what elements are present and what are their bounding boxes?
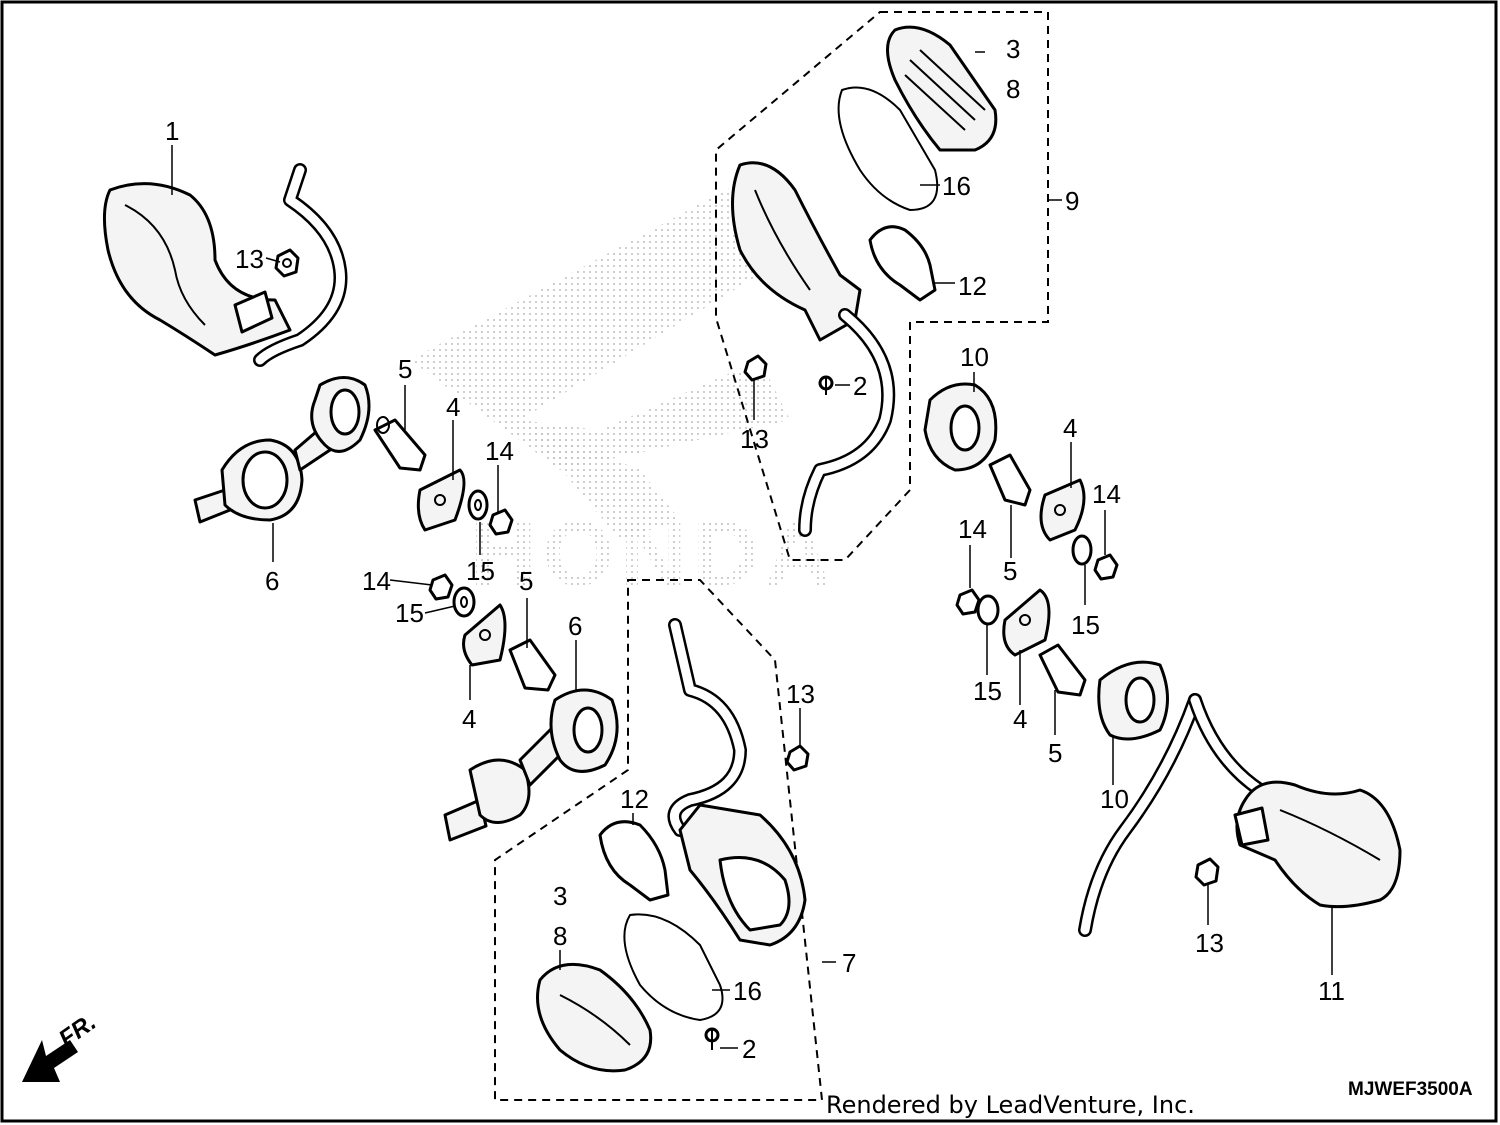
label-8-lower: 8 <box>553 921 567 951</box>
washer-15-lower-right <box>976 594 1000 626</box>
label-4-top-right: 4 <box>1063 413 1077 443</box>
label-14-top-right: 14 <box>1092 479 1121 509</box>
label-10-top: 10 <box>960 342 989 372</box>
part-7-housing <box>678 803 807 947</box>
drawing-code: MJWEF3500A <box>1348 1079 1473 1100</box>
label-15-top-left: 15 <box>466 556 495 586</box>
nut-13-right <box>1194 857 1220 887</box>
label-5-lower-right: 5 <box>1048 738 1062 768</box>
label-10-lower: 10 <box>1100 784 1129 814</box>
render-credit: Rendered by LeadVenture, Inc. <box>826 1091 1195 1119</box>
label-15-mid-left: 15 <box>395 598 424 628</box>
part-5-socket-upper-left <box>373 416 427 472</box>
label-16-lower: 16 <box>733 976 762 1006</box>
part-16-gasket-lower <box>623 913 724 1022</box>
part-1-winker-housing <box>103 182 292 357</box>
part-6-stay-lower <box>443 688 619 842</box>
label-15-lower-right: 15 <box>973 676 1002 706</box>
label-4-lower-left: 4 <box>462 704 476 734</box>
part-3-8-lens-upper <box>886 25 998 152</box>
part-4-plate-upper-left <box>416 468 466 532</box>
watermark-text: HONDA <box>470 503 837 605</box>
nut-14-lower-right <box>955 588 981 616</box>
label-4-lower-right: 4 <box>1013 704 1027 734</box>
part-5-socket-lower-right <box>1038 643 1087 697</box>
nut-14-lower-left <box>428 573 454 601</box>
part-4-plate-lower-right <box>1002 588 1051 657</box>
label-14-top-left: 14 <box>485 436 514 466</box>
part-16-gasket-upper <box>837 86 939 212</box>
label-13-top-center: 13 <box>740 424 769 454</box>
nut-14-upper-right <box>1093 553 1119 581</box>
label-3-top: 3 <box>1006 34 1020 64</box>
nut-13-left <box>274 248 300 278</box>
part-4-plate-lower-left <box>462 603 507 667</box>
part-4-plate-upper-right <box>1039 478 1086 542</box>
washer-15-upper-left <box>467 489 489 521</box>
label-2-top: 2 <box>853 371 867 401</box>
part-11-wire <box>1078 693 1267 937</box>
label-3-lower: 3 <box>553 881 567 911</box>
screw-2-lower <box>704 1027 720 1050</box>
part-9-wire <box>798 308 896 537</box>
label-9: 9 <box>1065 186 1079 216</box>
label-14-mid-right: 14 <box>958 514 987 544</box>
washer-15-upper-right <box>1071 534 1093 566</box>
part-12-bulb-lower <box>598 820 670 902</box>
part-labels: 1 13 5 4 14 6 15 14 5 15 6 4 3 8 16 9 12… <box>165 34 1345 1064</box>
nut-13-lower <box>785 744 810 772</box>
washer-15-lower-left <box>452 586 476 618</box>
label-12-top: 12 <box>958 271 987 301</box>
assembly-9-outline <box>715 11 1049 561</box>
label-6-top: 6 <box>265 566 279 596</box>
part-1-wire <box>253 163 348 367</box>
label-5-mid-right: 5 <box>1003 556 1017 586</box>
label-5-top-left: 5 <box>398 354 412 384</box>
label-7: 7 <box>842 948 856 978</box>
part-5-socket-upper-right <box>988 453 1032 507</box>
nut-13-upper <box>743 354 768 382</box>
label-13-lower: 13 <box>786 679 815 709</box>
part-11-winker-housing <box>1233 780 1402 909</box>
part-10-stay-lower-right <box>1097 660 1169 741</box>
label-13-top-left: 13 <box>235 244 264 274</box>
part-3-8-lens-lower <box>536 962 653 1073</box>
part-6-stay-upper <box>193 376 371 524</box>
nut-14-upper-left <box>488 508 514 536</box>
leader-lines <box>171 51 1333 1049</box>
label-1: 1 <box>165 116 179 146</box>
part-12-bulb-upper <box>868 225 937 302</box>
part-5-socket-lower-left <box>508 638 557 692</box>
label-11: 11 <box>1318 976 1345 1006</box>
part-9-housing <box>731 161 862 342</box>
screw-2-upper <box>818 375 834 395</box>
label-16-top: 16 <box>942 171 971 201</box>
assembly-7-outline <box>494 579 824 1101</box>
label-4-top-left: 4 <box>446 392 460 422</box>
honda-watermark: HONDA <box>410 185 837 605</box>
label-14-mid-left: 14 <box>362 566 391 596</box>
label-5-mid-left: 5 <box>519 566 533 596</box>
label-2-lower: 2 <box>742 1034 756 1064</box>
label-13-right: 13 <box>1195 928 1224 958</box>
label-15-mid-right: 15 <box>1071 610 1100 640</box>
front-direction-arrow: FR. <box>22 1009 101 1082</box>
label-12-lower: 12 <box>620 784 649 814</box>
label-8-top: 8 <box>1006 74 1020 104</box>
part-7-wire <box>667 618 747 837</box>
part-10-stay-upper-right <box>923 382 998 472</box>
label-6-lower: 6 <box>568 611 582 641</box>
